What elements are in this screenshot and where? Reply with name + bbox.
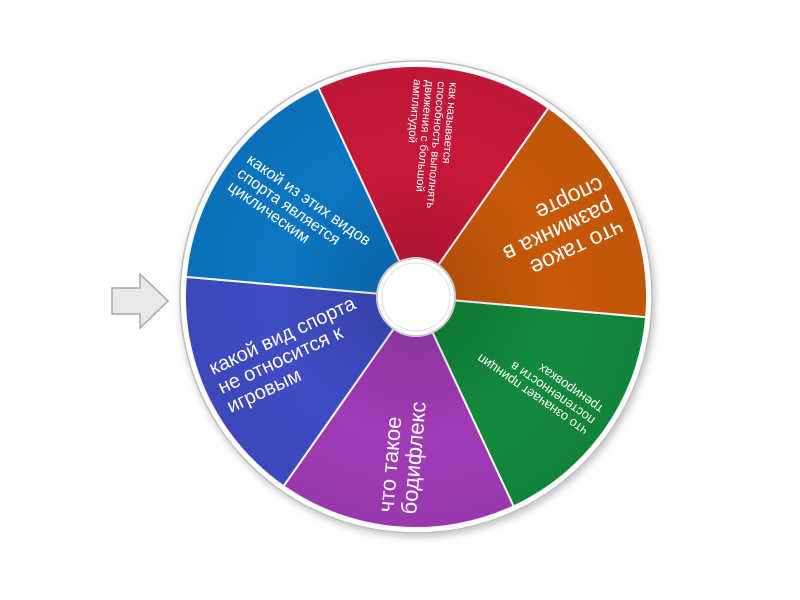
arrow-right-icon [111, 272, 170, 330]
segment-label: какой вид спорта не относится к игровым [205, 292, 359, 418]
segment-label: что такое разминка в спорте [499, 171, 629, 282]
wheel-hub-inner [381, 262, 451, 332]
